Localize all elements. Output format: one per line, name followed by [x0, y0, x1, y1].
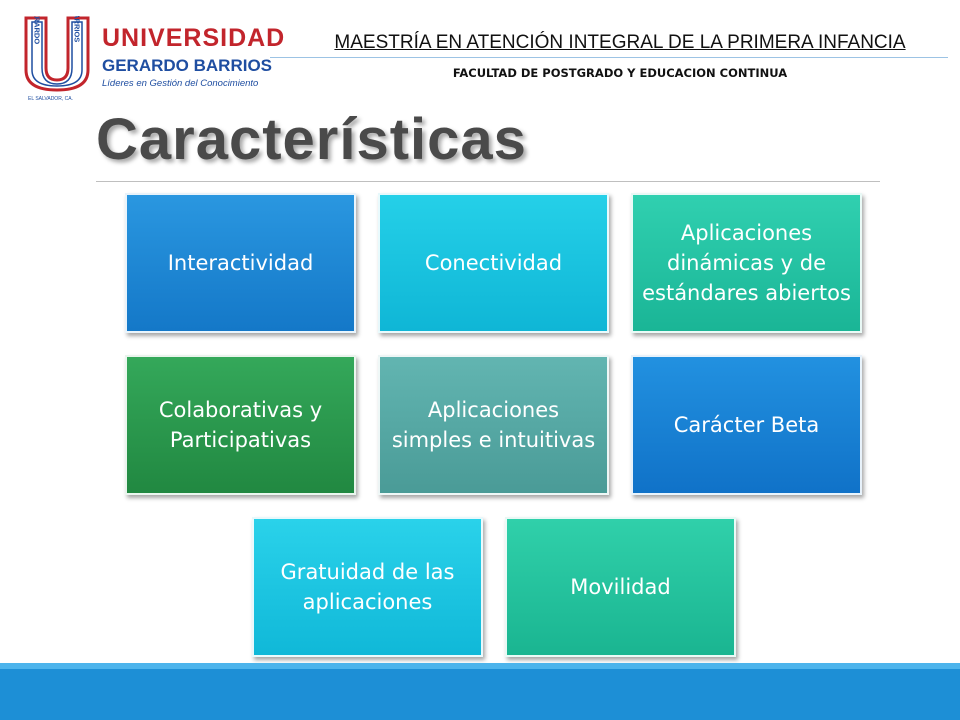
- feature-box-caracter-beta: Carácter Beta: [631, 355, 862, 495]
- header-subtitle: FACULTAD DE POSTGRADO Y EDUCACION CONTIN…: [452, 66, 788, 80]
- feature-box-aplicaciones-simples: Aplicaciones simples e intuitivas: [378, 355, 609, 495]
- university-emblem-icon: GERARDO BARRIOS: [24, 16, 90, 92]
- footer-bar: [0, 663, 960, 720]
- footer-accent: [0, 663, 960, 669]
- title-divider: [96, 181, 880, 182]
- emblem-text-left: GERARDO: [33, 16, 42, 44]
- header-divider: [270, 57, 948, 58]
- feature-box-movilidad: Movilidad: [505, 517, 736, 657]
- logo-university-text: UNIVERSIDAD: [102, 24, 286, 52]
- feature-box-colaborativas: Colaborativas y Participativas: [125, 355, 356, 495]
- feature-box-gratuidad: Gratuidad de las aplicaciones: [252, 517, 483, 657]
- header-title: MAESTRÍA EN ATENCIÓN INTEGRAL DE LA PRIM…: [334, 32, 906, 53]
- university-logo: GERARDO BARRIOS UNIVERSIDAD GERARDO BARR…: [22, 14, 284, 102]
- slide-title: Características: [96, 107, 527, 172]
- feature-box-interactividad: Interactividad: [125, 193, 356, 333]
- logo-tagline: Líderes en Gestión del Conocimiento: [102, 78, 259, 89]
- emblem-text-right: BARRIOS: [73, 16, 82, 42]
- logo-country: EL SALVADOR, CA.: [28, 96, 73, 102]
- logo-name-text: GERARDO BARRIOS: [102, 56, 273, 75]
- feature-box-conectividad: Conectividad: [378, 193, 609, 333]
- feature-box-aplicaciones-dinamicas: Aplicaciones dinámicas y de estándares a…: [631, 193, 862, 333]
